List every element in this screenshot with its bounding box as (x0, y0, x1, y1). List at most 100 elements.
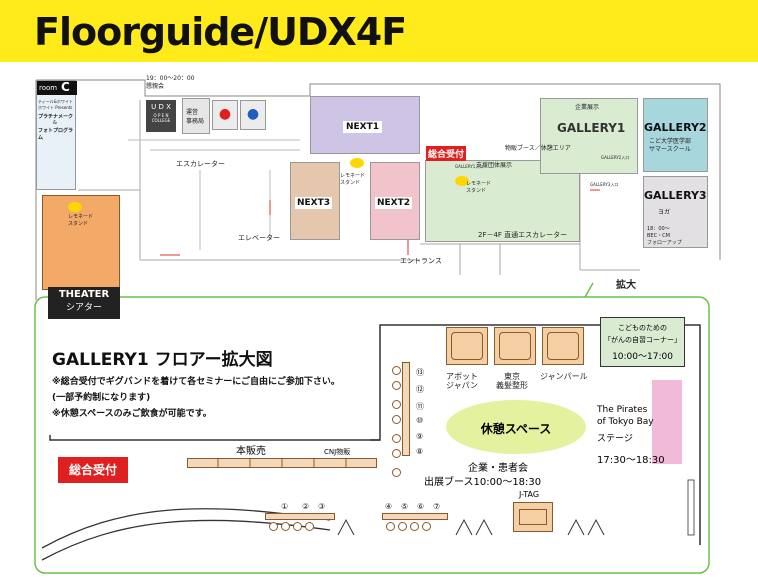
restroom-women: ● (212, 100, 238, 130)
reception-desk: 総合受付 (58, 457, 128, 483)
room-next2: NEXT2 (370, 162, 420, 240)
stage-line3: ステージ (597, 434, 633, 444)
room-c-program: プラチナメーク (38, 114, 74, 120)
room-next1: NEXT1 (310, 96, 420, 154)
stage-line1: The Pirates (597, 405, 648, 415)
booth-tokyo (494, 327, 536, 365)
bottom-left-table (265, 513, 335, 520)
note-3: ※休憩スペースのみご飲食が可能です。 (52, 409, 212, 419)
gallery3-label: GALLERY3 (644, 189, 707, 202)
reception-tag-map: 総合受付 (426, 146, 467, 161)
table-4: ④ (385, 502, 393, 511)
gallery3: GALLERY3 ヨガ 18：00〜 BEC・CM フォローアップ (643, 176, 708, 248)
booth-janpearl-label: ジャンパール (540, 372, 588, 381)
gallery3-yoga: ヨガ (658, 209, 671, 216)
header-banner (0, 0, 758, 62)
table-7: ⑦ (433, 502, 441, 511)
table-12: ⑫ (416, 385, 424, 394)
kids-corner-line1: こどものための (618, 324, 667, 332)
udx-logo-line3: COLLEGE (151, 118, 171, 123)
lounge-label: 懇親会 (146, 83, 165, 90)
theater-label-ja: シアター (65, 303, 102, 313)
table-9: ⑨ (416, 432, 424, 441)
room-c: room C ティール&ホワイトホワイト Presents プラチナメーク & … (36, 80, 77, 190)
lemonade-icon-1 (350, 158, 364, 168)
bottom-right-table (382, 513, 448, 520)
lemonade-stand-2: レモネード スタンド (466, 181, 492, 194)
gallery1-sub: 物販ブース／休憩エリア (505, 145, 571, 152)
bottom-left-chairs (269, 522, 314, 531)
gallery3-time: 18：00〜 (647, 226, 670, 232)
gallery3-entrance-label: GALLERY3入口 (590, 182, 619, 187)
kids-corner-line2: 「がんの自習コーナー」 (604, 336, 681, 344)
table-6: ⑥ (417, 502, 425, 511)
operations-office: 運営 事務局 (182, 98, 210, 134)
udx-college-logo: U D X O P E N COLLEGE (146, 100, 176, 132)
table-2: ② (302, 502, 310, 511)
cnj-sales-label: CNJ物販 (324, 448, 351, 456)
table-13: ⑬ (416, 368, 424, 377)
room-c-amp: & (53, 120, 57, 126)
detail-title: GALLERY1 フロアー拡大図 (52, 350, 273, 370)
stage-line2: of Tokyo Bay (597, 417, 654, 427)
gallery1-upper: 企業展示 GALLERY1 物販ブース／休憩エリア GALLERY2入口 (505, 98, 638, 174)
booth-janpearl (542, 327, 584, 365)
gallery2-label: GALLERY2 (644, 121, 707, 134)
room-c-label: room (39, 84, 58, 92)
jtag-label: J-TAG (519, 490, 540, 499)
right-chairs (392, 366, 401, 477)
hours-top: 19：00〜20：00 (146, 75, 195, 82)
lemonade-icon-3 (68, 202, 82, 212)
male-icon: ● (246, 106, 260, 122)
jtag-booth (513, 502, 553, 532)
bottom-right-chairs (386, 522, 431, 531)
gallery3-followup: フォローアップ (647, 240, 682, 246)
theater-label-box: THEATER シアター (48, 287, 120, 319)
escalator-label: エスカレーター (176, 160, 225, 168)
theater-room (42, 195, 120, 290)
kids-corner: こどものための 「がんの自習コーナー」 10:00～17:00 (600, 317, 685, 367)
zoom-label: 拡大 (616, 280, 636, 291)
rest-space-label: 休憩スペース (480, 422, 552, 436)
next2-label: NEXT2 (375, 197, 413, 209)
booth-abbott-label: アボット ジャパン (446, 372, 478, 391)
table-10: ⑩ (416, 416, 424, 425)
stage-hours: 17:30～18:30 (597, 455, 665, 466)
kids-corner-hours: 10:00～17:00 (612, 352, 673, 362)
exhibit-line2: 出展ブース10:00～18:30 (424, 477, 542, 488)
table-5: ⑤ (401, 502, 409, 511)
table-3: ③ (318, 502, 326, 511)
note-2: (一部予約制になります) (52, 393, 151, 403)
booth-tokyo-label: 東京 義髪整形 (496, 372, 528, 391)
udx-logo-line2: O P E N (153, 113, 169, 118)
room-c-letter: C (61, 80, 70, 94)
gallery1-entrance-label: GALLERY1入口 (455, 164, 484, 169)
room-c-sponsor: ティール&ホワイトホワイト Presents (38, 99, 73, 110)
next1-label: NEXT1 (343, 121, 383, 133)
udx-logo-line1: U D X (151, 103, 171, 111)
right-table-column (402, 362, 410, 456)
direct-escalator-label: 2F－4F 直通エスカレーター (478, 231, 568, 239)
gallery2-entrance-label: GALLERY2入口 (601, 155, 630, 160)
lemonade-stand-1: レモネード スタンド (340, 173, 366, 186)
note-1: ※総合受付でギグバンドを着けて各セミナーにご自由にご参加下さい。 (52, 377, 340, 387)
table-1: ① (281, 502, 289, 511)
female-icon: ● (218, 106, 232, 122)
gallery2: GALLERY2 こど大学医学部 サマースクール (643, 98, 708, 172)
operations-office-label: 運営 事務局 (186, 109, 205, 125)
room-c-photo: フォトプログラム (38, 128, 74, 141)
lemonade-stand-3: レモネード スタンド (68, 214, 94, 227)
elevator-label: エレベーター (238, 234, 280, 242)
stage-area (652, 380, 682, 464)
rest-space: 休憩スペース (446, 400, 586, 454)
table-8: ⑧ (416, 447, 424, 456)
page-title: Floorguide/UDX4F (34, 10, 407, 54)
gallery1-corp-exhibit: 企業展示 (575, 104, 600, 111)
room-next3: NEXT3 (290, 162, 340, 240)
gallery3-bec: BEC・CM (647, 233, 670, 239)
theater-label-en: THEATER (58, 289, 110, 300)
next3-label: NEXT3 (295, 197, 333, 209)
gallery2-sub2: サマースクール (649, 146, 691, 153)
